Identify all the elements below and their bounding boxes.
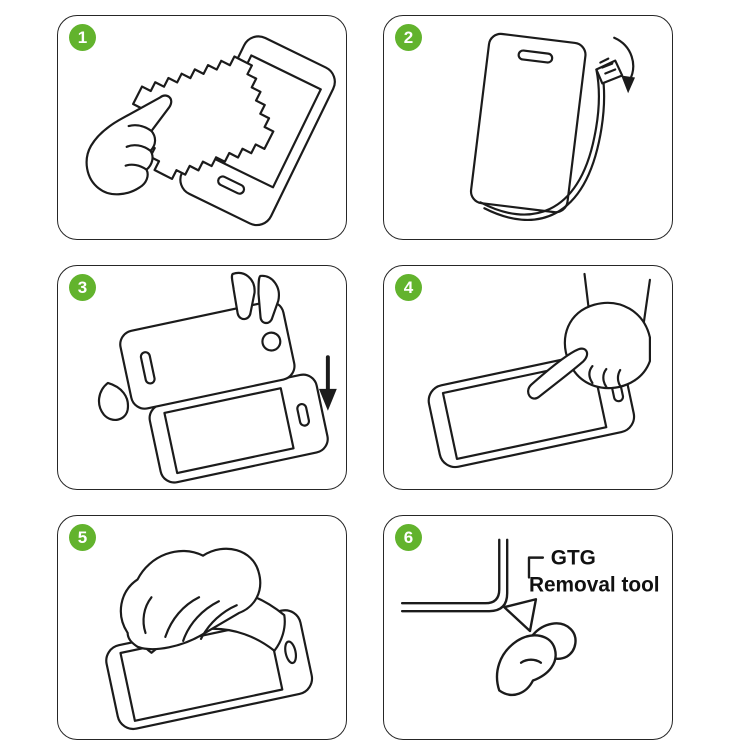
pressing-hand-icon xyxy=(527,272,651,400)
step-number-badge: 3 xyxy=(69,274,96,301)
step-number-badge: 2 xyxy=(395,24,422,51)
step-3-panel: 3 xyxy=(57,265,347,490)
screen-protector-icon xyxy=(469,32,587,214)
glass-corner-icon xyxy=(400,538,509,613)
hand-icon xyxy=(119,547,262,651)
step-2-panel: 2 xyxy=(383,15,673,240)
hand-icon xyxy=(97,271,280,421)
step-2-illustration xyxy=(469,32,636,222)
hand-icon xyxy=(495,622,577,696)
removal-tool-icon xyxy=(503,598,538,633)
tool-label-line2: Removal tool xyxy=(529,573,660,596)
step-number-badge: 1 xyxy=(69,24,96,51)
step-6-illustration: GTG Removal tool xyxy=(400,538,660,696)
tool-label-line1: GTG xyxy=(551,547,596,570)
step-1-panel: 1 xyxy=(57,15,347,240)
step-5-panel: 5 xyxy=(57,515,347,740)
step-1-illustration xyxy=(85,35,336,227)
tempered-glass-icon xyxy=(119,300,296,410)
step-3-illustration xyxy=(97,271,337,484)
step-number-badge: 5 xyxy=(69,524,96,551)
label-pointer-line xyxy=(527,556,545,579)
step-4-panel: 4 xyxy=(383,265,673,490)
step-4-illustration xyxy=(427,272,651,469)
arrow-down-icon xyxy=(318,355,337,411)
hand-icon xyxy=(85,94,173,196)
step-number-badge: 4 xyxy=(395,274,422,301)
curved-arrow-icon xyxy=(613,36,636,94)
step-number-badge: 6 xyxy=(395,524,422,551)
step-5-illustration xyxy=(105,547,314,731)
step-6-panel: 6 GTG Removal tool xyxy=(383,515,673,740)
protective-film-icon xyxy=(479,57,624,222)
